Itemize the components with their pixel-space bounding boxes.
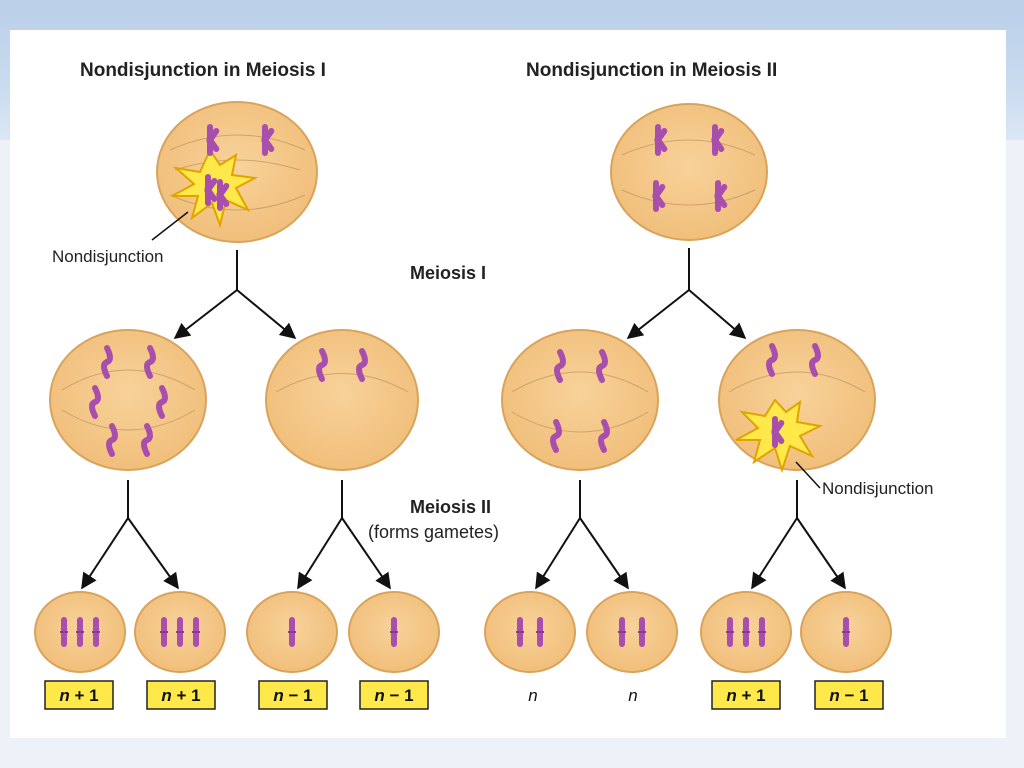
callout-line bbox=[152, 212, 188, 240]
gamete-cell-4 bbox=[349, 592, 439, 672]
arrow bbox=[580, 518, 628, 588]
gamete-label-change: − 1 bbox=[390, 686, 414, 705]
gamete-cell-7 bbox=[701, 592, 791, 672]
gamete-label-4: n − 1 bbox=[360, 681, 428, 709]
arrow bbox=[797, 518, 845, 588]
right-daughter-cell-2 bbox=[719, 330, 875, 470]
gamete-label-var: n bbox=[161, 686, 171, 705]
callout-nondisjunction-left: Nondisjunction bbox=[52, 247, 164, 266]
arrow bbox=[237, 290, 295, 338]
gamete-cell-6 bbox=[587, 592, 677, 672]
svg-text:n + 1: n + 1 bbox=[59, 686, 98, 705]
arrow bbox=[128, 518, 178, 588]
arrow bbox=[689, 290, 745, 338]
stage-label-meiosis-2: Meiosis II bbox=[410, 497, 491, 517]
arrow bbox=[175, 290, 237, 338]
svg-text:n + 1: n + 1 bbox=[161, 686, 200, 705]
right-title: Nondisjunction in Meiosis II bbox=[526, 60, 777, 81]
chromosome bbox=[842, 617, 850, 647]
arrow bbox=[82, 518, 128, 588]
left-daughter-cell-2 bbox=[266, 330, 418, 470]
right-daughter-cell-1 bbox=[502, 330, 658, 470]
gamete-label-1: n + 1 bbox=[45, 681, 113, 709]
arrow bbox=[536, 518, 580, 588]
gamete-label-6: n bbox=[628, 686, 637, 705]
chromosome bbox=[288, 617, 296, 647]
gamete-label-change: + 1 bbox=[742, 686, 766, 705]
arrow bbox=[752, 518, 797, 588]
gamete-label-8: n − 1 bbox=[815, 681, 883, 709]
chromosome bbox=[536, 617, 544, 647]
svg-text:n + 1: n + 1 bbox=[726, 686, 765, 705]
gamete-label-var: n bbox=[726, 686, 736, 705]
gamete-label-var: n bbox=[374, 686, 384, 705]
gamete-cell-3 bbox=[247, 592, 337, 672]
chromosome bbox=[758, 617, 766, 647]
gamete-label-7: n + 1 bbox=[712, 681, 780, 709]
chromosome bbox=[390, 617, 398, 647]
arrow bbox=[298, 518, 342, 588]
chromosome bbox=[742, 617, 750, 647]
chromosome bbox=[76, 617, 84, 647]
gamete-label-var: n bbox=[628, 686, 637, 705]
gamete-label-change: + 1 bbox=[177, 686, 201, 705]
chromosome bbox=[618, 617, 626, 647]
chromosome bbox=[92, 617, 100, 647]
gamete-label-change: − 1 bbox=[289, 686, 313, 705]
gamete-label-var: n bbox=[829, 686, 839, 705]
left-title: Nondisjunction in Meiosis I bbox=[80, 60, 326, 81]
chromosome bbox=[192, 617, 200, 647]
gamete-label-5: n bbox=[528, 686, 537, 705]
gamete-cell-2 bbox=[135, 592, 225, 672]
right-parent-cell bbox=[611, 104, 767, 240]
svg-text:n − 1: n − 1 bbox=[273, 686, 312, 705]
gamete-label-2: n + 1 bbox=[147, 681, 215, 709]
gamete-label-var: n bbox=[273, 686, 283, 705]
svg-text:n − 1: n − 1 bbox=[829, 686, 868, 705]
gamete-label-3: n − 1 bbox=[259, 681, 327, 709]
chromosome bbox=[516, 617, 524, 647]
chromosome bbox=[638, 617, 646, 647]
gamete-label-var: n bbox=[59, 686, 69, 705]
svg-text:n − 1: n − 1 bbox=[374, 686, 413, 705]
callout-nondisjunction-right: Nondisjunction bbox=[822, 479, 934, 498]
arrow bbox=[628, 290, 689, 338]
gamete-cell-5 bbox=[485, 592, 575, 672]
left-daughter-cell-1 bbox=[50, 330, 206, 470]
left-parent-cell bbox=[157, 102, 317, 242]
gamete-cell-8 bbox=[801, 592, 891, 672]
gamete-label-change: + 1 bbox=[75, 686, 99, 705]
gamete-label-var: n bbox=[528, 686, 537, 705]
gamete-cell-1 bbox=[35, 592, 125, 672]
gamete-label-change: − 1 bbox=[845, 686, 869, 705]
chromosome bbox=[160, 617, 168, 647]
stage-label-meiosis-1: Meiosis I bbox=[410, 263, 486, 283]
stage-label-meiosis-2-sub: (forms gametes) bbox=[368, 522, 499, 542]
chromosome bbox=[176, 617, 184, 647]
chromosome bbox=[726, 617, 734, 647]
chromosome bbox=[60, 617, 68, 647]
